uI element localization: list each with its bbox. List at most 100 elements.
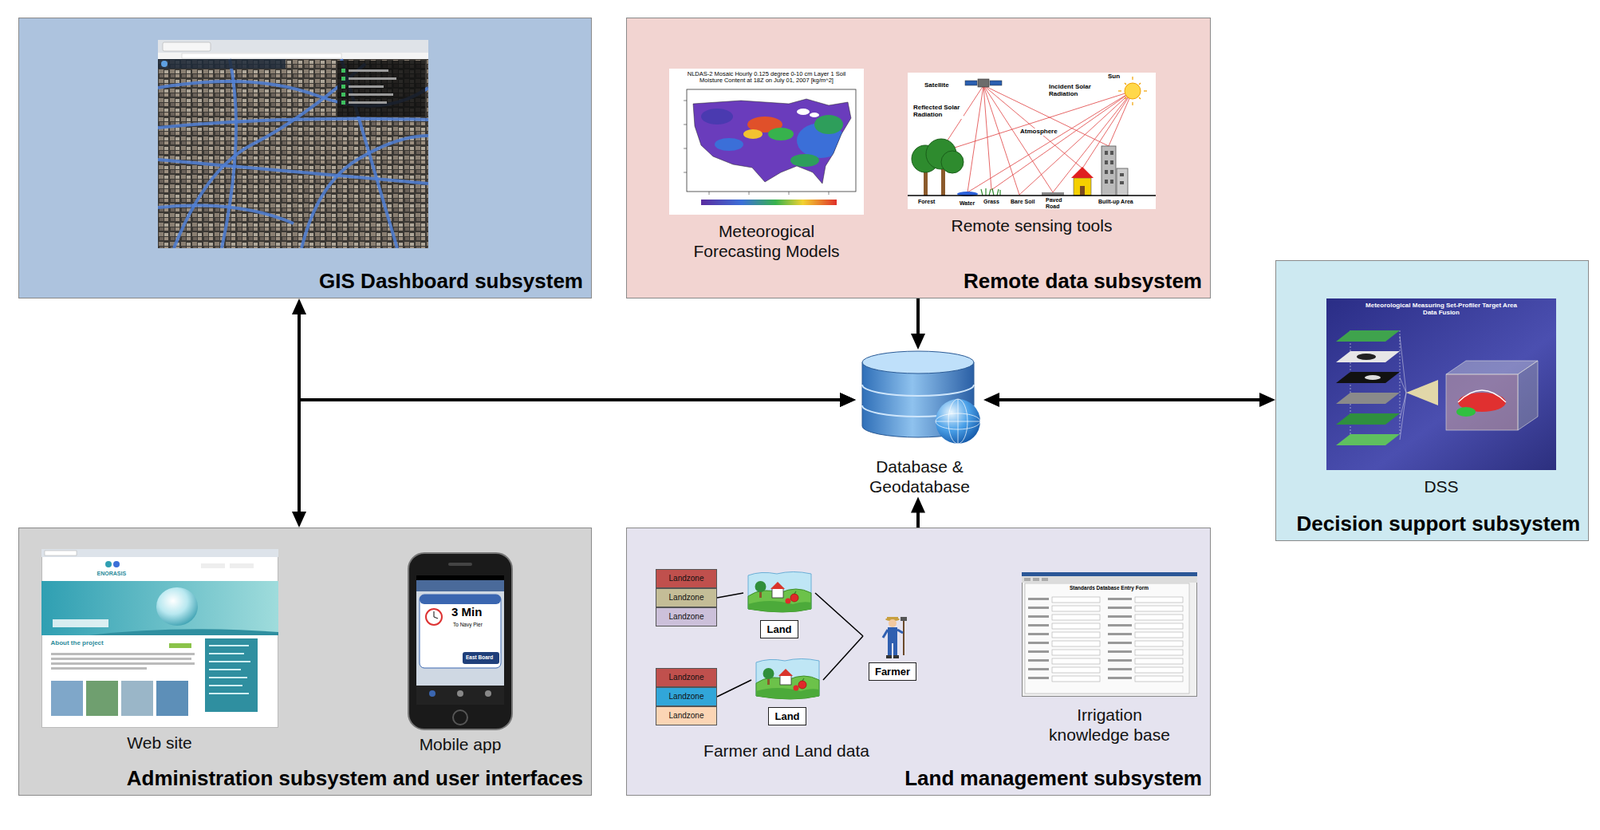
connector-line: [996, 398, 1263, 402]
dss-illustration: [1326, 298, 1557, 470]
tag-label: Land: [760, 619, 798, 639]
arrowhead: [910, 333, 926, 350]
illustration-frame: Standards Database Entry Form: [1021, 571, 1198, 697]
illustration-label: Reflected Solar Radiation: [912, 104, 964, 119]
illustrated-item: Database & Geodatabase: [855, 349, 984, 497]
item-caption: Meteorogical Forecasting Models: [682, 220, 851, 261]
group-caption: Farmer and Land data: [634, 740, 938, 761]
database-cylinder: [855, 349, 984, 446]
connector-line: [823, 635, 864, 680]
connector: [910, 496, 926, 528]
remote-sensing-illustration: [907, 72, 1156, 209]
illustration-group: Farmer and Land dataLandzoneLandzoneLand…: [634, 559, 938, 776]
connector: [910, 298, 926, 350]
mobile-phone: [406, 551, 514, 731]
illustration-frame: Meteorological Measuring Set-Profiler Ta…: [1326, 298, 1557, 470]
illustrated-item: Standards Database Entry FormIrrigation …: [1009, 571, 1210, 745]
subsystem-panel: Land management subsystemFarmer and Land…: [626, 527, 1211, 796]
illustration-frame: [752, 655, 823, 705]
item-caption: Remote sensing tools: [907, 215, 1156, 236]
tagged-figure: Farmer: [863, 613, 923, 681]
illustration-label: Built-up Area: [1097, 198, 1135, 205]
landzone-label: Landzone: [656, 668, 717, 686]
illustration-label: Grass: [982, 198, 1001, 205]
illustrated-item: ENORASIS About the projectWeb site: [31, 548, 288, 753]
item-caption: Web site: [31, 732, 288, 753]
illustrated-item: NLDAS-2 Mosaic Hourly 0.125 degree 0-10 …: [658, 68, 875, 261]
arrowhead: [1259, 392, 1276, 407]
form-screenshot: [1021, 571, 1198, 697]
illustration-label: Forest: [917, 198, 936, 205]
illustration-label: Meteorological Measuring Set-Profiler Ta…: [1361, 302, 1522, 317]
illustration-label: Standards Database Entry Form: [1069, 584, 1149, 591]
tag-label: Land: [768, 706, 806, 726]
illustrated-item: Meteorological Measuring Set-Profiler Ta…: [1317, 298, 1565, 497]
farmer-figure: [874, 613, 911, 660]
illustration-label: About the project: [51, 639, 104, 647]
illustration-label: Atmosphere: [1019, 128, 1059, 136]
arrowhead: [291, 511, 307, 528]
connector: [815, 592, 864, 636]
illustration-label: Paved Road: [1044, 197, 1071, 209]
subsystem-panel: Administration subsystem and user interf…: [18, 527, 592, 796]
connector-line: [717, 592, 744, 598]
subsystem-panel: GIS Dashboard subsystem: [18, 17, 592, 299]
subsystem-panel: Remote data subsystem NLDAS-2 Mosaic Hou…: [626, 17, 1211, 299]
connector-line: [717, 679, 752, 697]
connector-line: [815, 592, 864, 636]
illustration-label: East Board: [465, 654, 493, 660]
soil-moisture-map: [669, 68, 864, 215]
landzone-label: Landzone: [656, 687, 717, 706]
panel-title: GIS Dashboard subsystem: [319, 268, 584, 294]
subsystem-panel: Decision support subsystem Meteorologica…: [1275, 260, 1589, 541]
connector: [717, 679, 752, 697]
illustrated-item: 3 MinTo Navy PierEast BoardMobile app: [400, 551, 521, 754]
illustration-label: Sun: [1107, 73, 1121, 81]
arrowhead: [291, 298, 307, 315]
connector-line: [299, 311, 844, 400]
landzone-box: Landzone: [655, 606, 718, 627]
illustration-frame: 3 MinTo Navy PierEast Board: [406, 551, 514, 731]
landzone-box: Landzone: [655, 667, 718, 687]
arrowhead: [910, 496, 926, 513]
connector: [291, 392, 856, 528]
panel-title: Administration subsystem and user interf…: [126, 765, 584, 791]
landzone-label: Landzone: [656, 569, 717, 588]
illustration-frame: [855, 349, 984, 446]
arrowhead: [839, 392, 856, 407]
illustration-label: ENORASIS: [97, 570, 127, 577]
illustration-frame: [157, 39, 429, 249]
connector: [717, 592, 744, 598]
item-caption: Mobile app: [400, 733, 521, 754]
landzone-label: Landzone: [656, 706, 717, 725]
tagged-figure: Land: [743, 568, 816, 639]
landzone-label: Landzone: [656, 588, 717, 607]
illustration-label: Water: [958, 200, 976, 207]
illustration-frame: [874, 613, 911, 660]
item-caption: Irrigation knowledge base: [1037, 704, 1182, 745]
connector: [291, 298, 856, 407]
land-picture: [744, 568, 815, 618]
landzone-box: Landzone: [655, 686, 718, 706]
illustration-label: NLDAS-2 Mosaic Hourly 0.125 degree 0-10 …: [677, 70, 856, 85]
connector: [823, 635, 864, 680]
gis-screenshot: [157, 39, 429, 249]
item-caption: Database & Geodatabase: [863, 456, 976, 497]
connector-line: [916, 298, 920, 337]
illustration-label: 3 Min: [451, 605, 482, 619]
illustration-frame: [744, 568, 815, 618]
connector: [983, 392, 1276, 407]
panel-title: Decision support subsystem: [1296, 511, 1581, 536]
panel-title: Remote data subsystem: [963, 268, 1202, 294]
arrowhead: [839, 392, 856, 407]
illustrated-item: SatelliteSunIncident Solar RadiationRefl…: [907, 72, 1156, 236]
landzone-box: Landzone: [655, 705, 718, 726]
tagged-figure: Land: [751, 655, 824, 726]
illustration-frame: NLDAS-2 Mosaic Hourly 0.125 degree 0-10 …: [669, 68, 864, 215]
illustration-label: Satellite: [923, 82, 950, 90]
tag-label: Farmer: [868, 662, 917, 681]
illustration-frame: ENORASIS About the project: [41, 548, 279, 728]
item-caption: DSS: [1317, 476, 1565, 497]
website-screenshot: [41, 548, 279, 728]
